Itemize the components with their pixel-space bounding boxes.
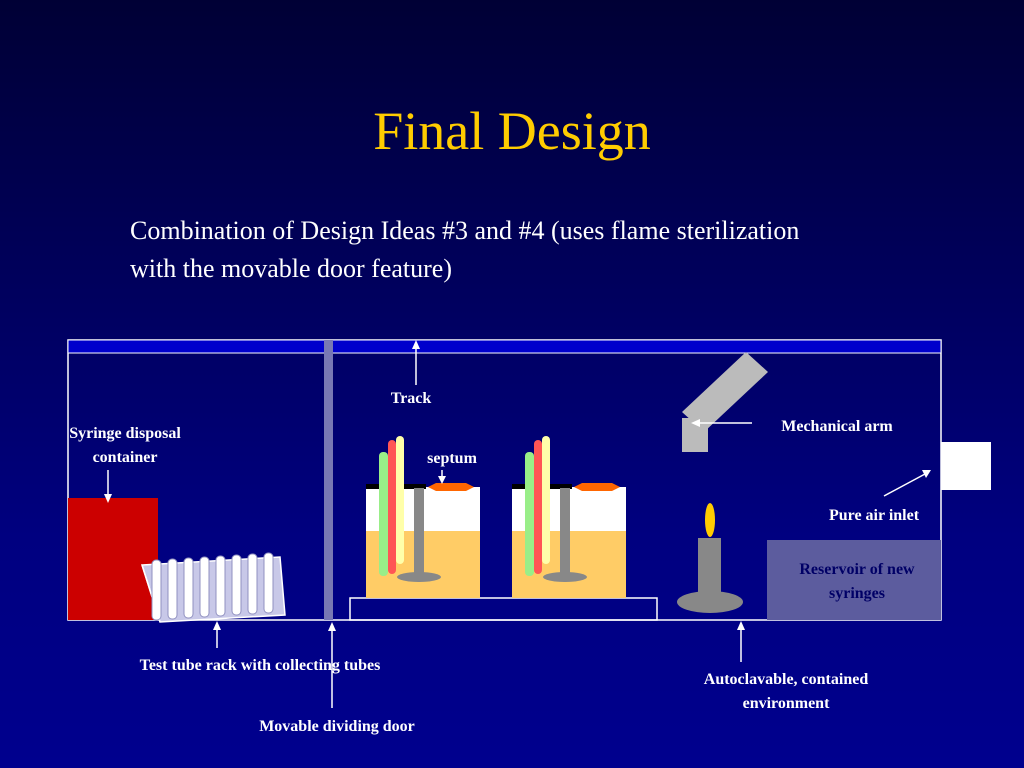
reservoir-label: Reservoir of new syringes <box>799 561 915 602</box>
track-label: Track <box>390 390 432 407</box>
sterilization-station-2 <box>512 436 626 598</box>
track-arrow-icon <box>412 340 420 385</box>
sterilization-station-1 <box>366 436 480 598</box>
burner <box>677 503 743 613</box>
dividing-door-label: Movable dividing door <box>259 718 415 735</box>
page-subtitle: Combination of Design Ideas #3 and #4 (u… <box>130 216 800 283</box>
septum-label: septum <box>427 450 477 467</box>
air-inlet-arrow-icon <box>883 470 931 497</box>
environment-arrow-icon <box>737 621 745 662</box>
pure-air-inlet-label: Pure air inlet <box>828 507 920 524</box>
track-bar <box>67 339 942 354</box>
flame-icon <box>705 503 715 537</box>
door-arrow-icon <box>328 622 336 708</box>
arm-arrow-icon <box>691 419 752 427</box>
base-platform <box>349 597 658 621</box>
page-title: Final Design <box>373 101 651 161</box>
test-tube-rack-label: Test tube rack with collecting tubes <box>139 657 381 674</box>
mechanical-arm-label: Mechanical arm <box>781 418 893 435</box>
disposal-container <box>68 498 158 620</box>
air-inlet-box <box>941 442 991 490</box>
mechanical-arm <box>682 352 768 452</box>
rack-arrow-icon <box>213 621 221 648</box>
disposal-arrow-icon <box>104 470 112 503</box>
syringe-disposal-label: Syringe disposal container <box>69 425 181 466</box>
syringe-reservoir <box>767 540 941 620</box>
septum-arrow-icon <box>438 470 446 484</box>
dividing-door <box>324 340 333 620</box>
test-tube-rack <box>140 552 286 623</box>
autoclavable-label: Autoclavable, contained environment <box>703 671 869 712</box>
